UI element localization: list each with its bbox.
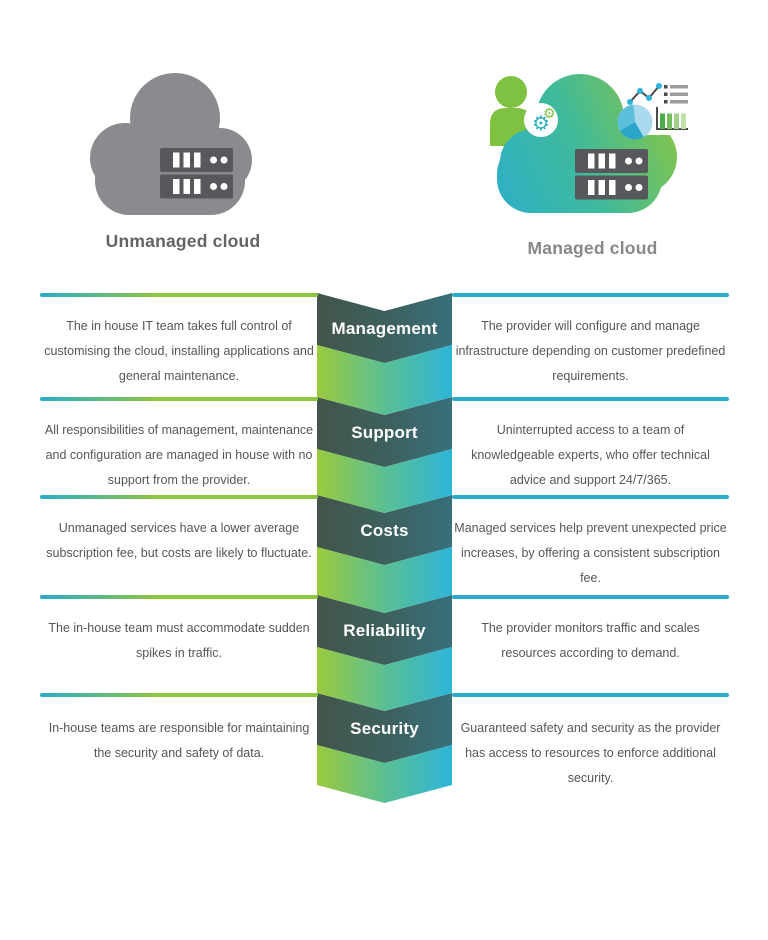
unmanaged-cloud-title: Unmanaged cloud — [105, 231, 261, 251]
row-divider-left — [40, 595, 318, 599]
managed-security-text: Guaranteed safety and security as the pr… — [460, 721, 721, 785]
gear-icon: ⚙ — [543, 106, 556, 122]
managed-reliability-text: The provider monitors traffic and scales… — [481, 621, 700, 660]
category-label-security: Security — [350, 719, 419, 738]
managed-cloud-icon: ⚙ ⚙ — [490, 74, 690, 213]
managed-cloud-title: Managed cloud — [527, 238, 658, 258]
server-rack-icon — [160, 148, 233, 199]
category-label-costs: Costs — [360, 521, 409, 540]
row-divider-right — [452, 397, 729, 401]
row-divider-left — [40, 293, 318, 297]
chevron-dark-bands — [317, 293, 452, 763]
line-chart-icon — [627, 83, 662, 105]
category-label-reliability: Reliability — [343, 621, 426, 640]
row-divider-left — [40, 495, 318, 499]
gear-icon: ⚙ — [532, 111, 550, 135]
row-divider-left — [40, 693, 318, 697]
row-divider-right — [452, 495, 729, 499]
unmanaged-security-text: In-house teams are responsible for maint… — [48, 721, 310, 760]
category-label-support: Support — [351, 423, 418, 442]
managed-management-text: The provider will configure and manage i… — [455, 319, 726, 383]
category-label-management: Management — [331, 319, 438, 338]
server-rack-icon — [575, 149, 648, 200]
chevron-banner — [317, 293, 452, 803]
gears-icon: ⚙ ⚙ — [524, 103, 558, 137]
managed-support-text: Uninterrupted access to a team of knowle… — [471, 423, 710, 487]
unmanaged-management-text: The in house IT team takes full control … — [44, 319, 314, 383]
list-icon — [664, 85, 688, 104]
bar-chart-icon — [656, 107, 688, 130]
unmanaged-cloud-icon — [90, 73, 252, 215]
unmanaged-reliability-text: The in-house team must accommodate sudde… — [48, 621, 310, 660]
unmanaged-support-text: All responsibilities of management, main… — [44, 423, 314, 487]
pie-chart-icon — [617, 104, 653, 140]
row-divider-left — [40, 397, 318, 401]
row-divider-right — [452, 693, 729, 697]
chevron-light-bands — [317, 345, 452, 803]
row-divider-right — [452, 293, 729, 297]
row-divider-right — [452, 595, 729, 599]
unmanaged-costs-text: Unmanaged services have a lower average … — [46, 521, 312, 560]
managed-costs-text: Managed services help prevent unexpected… — [454, 521, 727, 585]
